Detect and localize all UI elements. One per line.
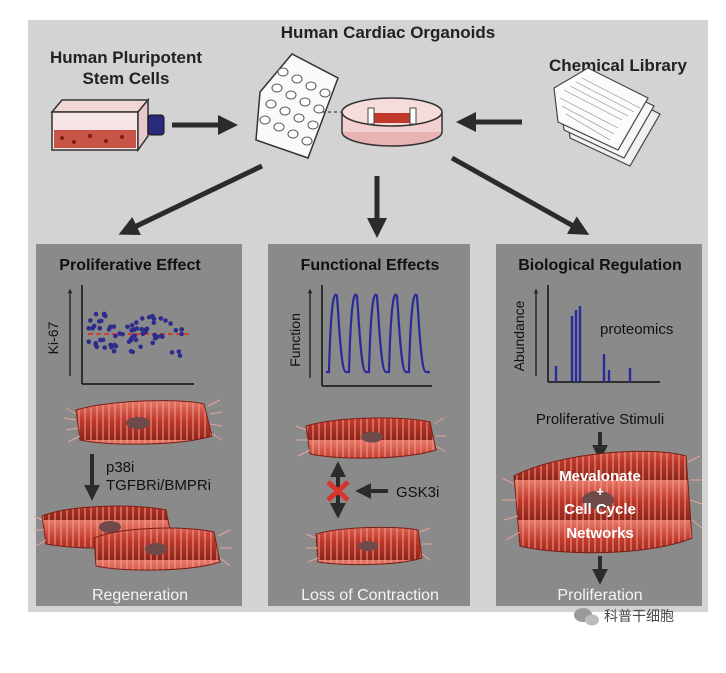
organoid-dish-icon — [341, 97, 443, 147]
ki67-dot — [134, 320, 139, 325]
watermark-text: 科普干细胞 — [604, 608, 674, 624]
ki67-dot — [88, 318, 93, 323]
ki67-dot — [111, 324, 117, 329]
cell-cycle-label: Cell Cycle — [564, 501, 636, 518]
ki67-dot — [179, 327, 184, 332]
ki67-dot — [112, 342, 117, 348]
arrow-to-proliferative — [118, 163, 264, 235]
ki67-dot — [86, 326, 91, 331]
ki67-dot — [94, 344, 100, 350]
ki67-dot — [138, 344, 143, 350]
source-label-line1: Human Pluripotent — [50, 48, 202, 67]
ki67-dot — [108, 324, 113, 330]
ki67-dot — [173, 328, 179, 333]
proliferating-cardiomyocyte-icon — [501, 450, 703, 554]
proliferative-panel-title: Proliferative Effect — [59, 257, 201, 274]
ki67-dot — [143, 329, 148, 335]
function-axis-label: Function — [287, 313, 303, 367]
chemical-library-icon — [553, 67, 661, 167]
regenerated-cardiomyocytes-icon — [33, 505, 232, 571]
ki67-dot — [93, 311, 99, 317]
ki67-dot — [139, 326, 144, 332]
stimuli-label: Proliferative Stimuli — [536, 411, 664, 428]
networks-label: Networks — [566, 525, 634, 542]
figure-title: Human Cardiac Organoids — [281, 23, 495, 42]
ki67-dot — [101, 311, 107, 317]
contracting-cardiomyocyte-icon — [295, 417, 447, 459]
ki67-dot — [150, 340, 155, 346]
ki67-dot — [133, 337, 139, 343]
ki67-dot — [131, 327, 137, 333]
ki67-dot — [168, 321, 173, 326]
abundance-axis-label: Abundance — [511, 300, 527, 371]
blocked-transition-icon — [326, 461, 350, 519]
ki67-dot — [98, 337, 103, 343]
proliferation-label: Proliferation — [557, 587, 642, 604]
library-label: Chemical Library — [549, 56, 687, 75]
source-label-line2: Stem Cells — [83, 69, 170, 88]
ki67-dot — [111, 348, 117, 354]
ki67-scatter-plot — [67, 285, 194, 385]
proteomics-label: proteomics — [600, 321, 673, 338]
ki67-dot — [125, 324, 130, 330]
ki67-dot — [113, 333, 118, 339]
ki67-dot — [176, 349, 182, 354]
ki67-dot — [155, 334, 160, 340]
cardiomyocyte-icon — [63, 399, 223, 445]
ki67-dot — [97, 325, 103, 331]
ki67-dot — [129, 323, 135, 328]
mevalonate-label: Mevalonate — [559, 468, 641, 485]
ki67-dot — [117, 331, 122, 336]
ki67-dot — [151, 316, 157, 321]
ki67-dot — [177, 353, 183, 358]
proteomics-bar-plot — [533, 285, 660, 383]
biological-panel-title: Biological Regulation — [518, 257, 682, 274]
treatment-line1: p38i — [106, 459, 134, 476]
functional-panel-title: Functional Effects — [301, 257, 440, 274]
ki67-dot — [169, 350, 175, 355]
function-trace — [326, 293, 430, 374]
function-trace-plot — [307, 285, 432, 387]
wechat-logo-icon — [574, 608, 599, 626]
ki67-dot — [99, 318, 104, 324]
plus-label: + — [596, 484, 604, 499]
ki67-dot — [86, 339, 92, 345]
ki67-dots — [86, 311, 184, 358]
multiwell-plate-icon — [255, 53, 339, 159]
ki67-dot — [132, 333, 138, 338]
loss-of-contraction-label: Loss of Contraction — [301, 587, 439, 604]
ki67-dot — [151, 320, 157, 326]
regeneration-label: Regeneration — [92, 587, 188, 604]
ki67-dot — [179, 331, 184, 337]
culture-flask-icon — [50, 97, 165, 153]
ki67-dot — [108, 342, 113, 348]
ki67-dot — [102, 345, 107, 350]
ki67-dot — [163, 318, 168, 323]
ki67-dot — [92, 323, 97, 329]
treatment-line2: TGFBRi/BMPRi — [106, 477, 211, 494]
relaxed-cardiomyocyte-icon — [305, 526, 432, 566]
inhibitor-label: GSK3i — [396, 484, 439, 501]
ki67-dot — [158, 316, 164, 321]
ki67-dot — [158, 333, 164, 339]
ki67-dot — [146, 314, 152, 320]
ki67-axis-label: Ki-67 — [45, 321, 61, 354]
ki67-dot — [130, 349, 135, 355]
arrow-to-biological — [450, 155, 590, 235]
ki67-dot — [140, 316, 145, 321]
